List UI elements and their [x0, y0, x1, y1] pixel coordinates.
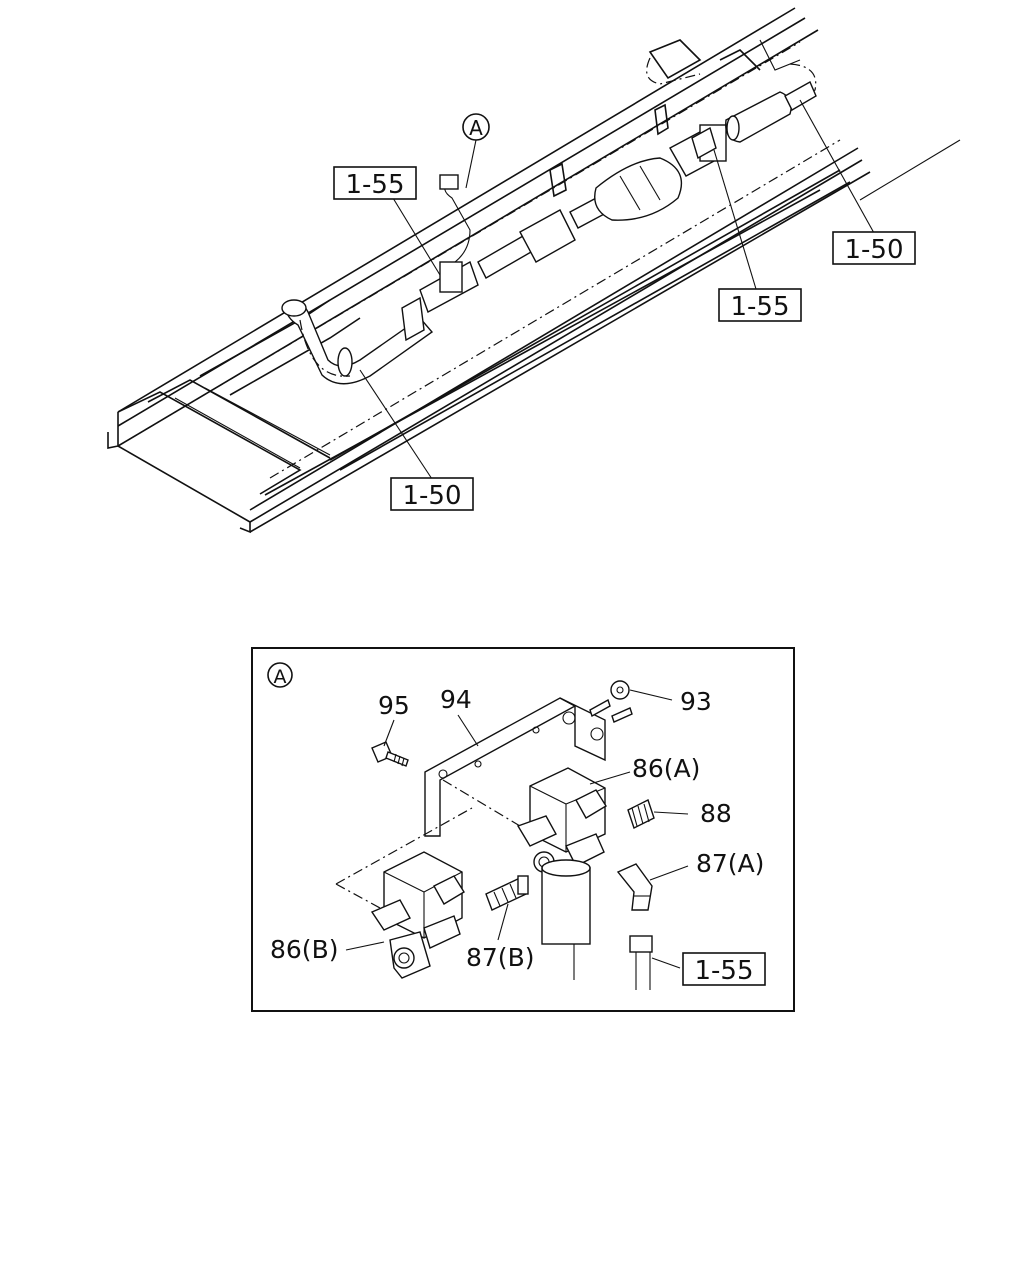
callout-ref-1-55-upper: 1-55 — [333, 166, 441, 276]
bolt-95-illustration — [371, 741, 409, 767]
svg-text:1-55: 1-55 — [730, 292, 789, 322]
leader-lines — [345, 689, 689, 969]
svg-text:1-55: 1-55 — [345, 170, 404, 200]
part-label-87b: 87(B) — [466, 943, 534, 972]
fitting-87b-illustration — [485, 875, 529, 911]
svg-text:A: A — [469, 116, 483, 140]
vehicle-frame-illustration — [107, 7, 961, 534]
part-label-87a: 87(A) — [696, 849, 764, 878]
callout-ref-1-50-right: 1-50 — [799, 99, 916, 265]
part-label-88: 88 — [700, 799, 732, 828]
part-label-86a: 86(A) — [632, 754, 700, 783]
part-label-94: 94 — [440, 685, 472, 714]
svg-text:1-55: 1-55 — [694, 956, 753, 986]
callout-ref-1-55-detail: 1-55 — [682, 952, 766, 986]
part-labels: 95 94 93 86(A) 88 87(A) 86(B) 87(B) — [270, 685, 764, 972]
svg-text:1-50: 1-50 — [402, 481, 461, 511]
bracket-94-illustration — [424, 697, 606, 837]
callout-ref-1-50-lower: 1-50 — [359, 369, 474, 511]
fitting-88-illustration — [627, 799, 655, 829]
callout-ref-1-55-right: 1-55 — [713, 149, 802, 322]
part-label-95: 95 — [378, 691, 410, 720]
elbow-87a-illustration — [616, 863, 653, 990]
nut-93-illustration — [589, 680, 633, 723]
exhaust-system-illustration — [281, 81, 817, 385]
detail-marker-a: A — [462, 113, 490, 141]
valve-86a-illustration — [516, 767, 607, 980]
part-label-93: 93 — [680, 687, 712, 716]
detail-panel-marker-a: A — [267, 662, 293, 688]
svg-text:A: A — [274, 666, 287, 688]
svg-text:1-50: 1-50 — [844, 235, 903, 265]
valve-86b-illustration — [335, 807, 473, 979]
part-label-86b: 86(B) — [270, 935, 338, 964]
